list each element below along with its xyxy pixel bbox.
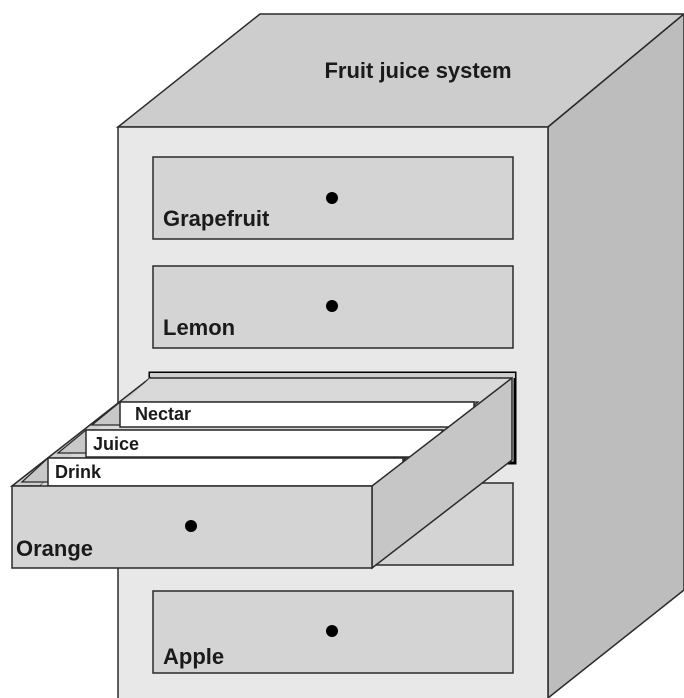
drawer-label-grapefruit: Grapefruit <box>163 206 270 231</box>
drawer-apple: Apple <box>152 590 514 674</box>
folder-juice: Juice <box>56 429 446 458</box>
folder-nectar: Nectar <box>90 401 480 428</box>
drawer-lemon: Lemon <box>152 265 514 349</box>
drawer-label-apple: Apple <box>163 644 224 669</box>
drawer-knob <box>326 192 338 204</box>
folder-drink: Drink <box>20 457 408 487</box>
drawer-grapefruit: Grapefruit <box>152 156 514 240</box>
drawer-orange-open: Nectar Juice Drink Orange <box>9 373 515 570</box>
folder-label-drink: Drink <box>55 462 102 482</box>
drawer-label-lemon: Lemon <box>163 315 235 340</box>
folder-label-juice: Juice <box>93 434 139 454</box>
drawer-knob <box>326 625 338 637</box>
folder-label-nectar: Nectar <box>135 404 191 424</box>
diagram-title: Fruit juice system <box>324 58 511 83</box>
cabinet-side <box>547 13 684 698</box>
drawer-label-orange: Orange <box>16 536 93 561</box>
drawer-knob <box>185 520 197 532</box>
drawer-knob <box>326 300 338 312</box>
drawer-back-panel <box>150 373 515 378</box>
